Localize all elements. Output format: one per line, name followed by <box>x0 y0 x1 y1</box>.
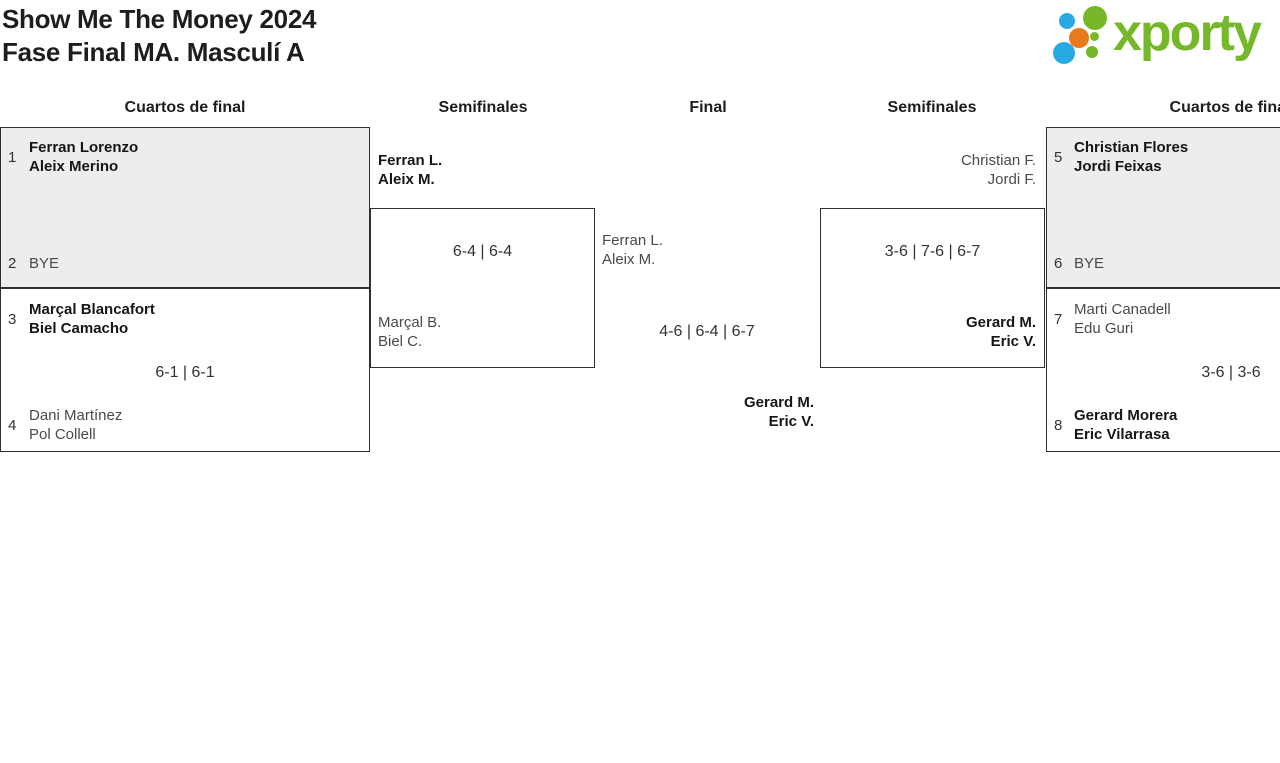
match-score: 6-4 | 6-4 <box>452 243 513 260</box>
player-name: Eric V. <box>990 333 1036 350</box>
player-name: Gerard M. <box>965 314 1036 331</box>
team-name: Christian Flores Jordi Feixas <box>1074 138 1188 176</box>
seed-number: 2 <box>8 255 17 272</box>
player-name: Christian Flores <box>1074 139 1189 156</box>
logo-dot-green-large <box>1083 6 1107 30</box>
phase-name: Fase Final MA. Masculí A <box>2 37 305 67</box>
match-score: 3-6 | 3-6 <box>1201 364 1261 381</box>
team-name: Gerard Morera Eric Vilarrasa <box>1074 406 1177 444</box>
logo-dot-green-small <box>1086 46 1098 58</box>
player-name: Biel C. <box>378 333 423 350</box>
team-name: Marçal Blancafort Biel Camacho <box>29 300 155 338</box>
team-name: Marti Canadell Edu Guri <box>1074 300 1171 338</box>
player-name: Edu Guri <box>1074 320 1134 337</box>
team-name: Dani Martínez Pol Collell <box>29 406 122 444</box>
seed-number: 8 <box>1054 417 1063 434</box>
player-name: Pol Collell <box>29 426 96 443</box>
match-sf-left: Ferran L. Aleix M. 6-4 | 6-4 Marçal B. B… <box>370 152 595 368</box>
player-name: Jordi Feixas <box>1074 158 1162 175</box>
xporty-logo[interactable]: xporty <box>1050 0 1280 70</box>
seed-number: 3 <box>8 311 17 328</box>
final-team-top: Ferran L. Aleix M. <box>602 231 663 269</box>
round-header-semis-left: Semifinales <box>438 99 528 116</box>
seed-number: 7 <box>1054 311 1063 328</box>
match-qf-right-top: 5 Christian Flores Jordi Feixas 6 BYE <box>1046 127 1280 288</box>
player-name: Aleix M. <box>602 251 656 268</box>
final-winner: Gerard M. Eric V. <box>614 393 814 431</box>
seed-number: 1 <box>8 149 17 166</box>
player-name: Gerard M. <box>743 394 814 411</box>
team-name-bye: BYE <box>1074 254 1104 273</box>
logo-dot-green-tiny <box>1090 32 1099 41</box>
player-name: Ferran Lorenzo <box>29 139 139 156</box>
player-name: Eric Vilarrasa <box>1074 426 1170 443</box>
bye-label: BYE <box>1074 255 1105 272</box>
bye-label: BYE <box>29 255 60 272</box>
team-name: Marçal B. Biel C. <box>378 313 441 351</box>
logo-dot-blue-large <box>1053 42 1075 64</box>
player-name: Aleix Merino <box>29 158 119 175</box>
round-header-cuartos-left: Cuartos de final <box>124 99 246 116</box>
page-title: Show Me The Money 2024 Fase Final MA. Ma… <box>2 3 316 69</box>
logo-dot-blue-medium <box>1059 13 1075 29</box>
match-qf-left-bottom: 3 Marçal Blancafort Biel Camacho 6-1 | 6… <box>0 288 370 452</box>
match-qf-right-bottom: 7 Marti Canadell Edu Guri 3-6 | 3-6 8 Ge… <box>1046 288 1280 452</box>
round-header-cuartos-right: Cuartos de final <box>1169 99 1280 116</box>
round-header-semis-right: Semifinales <box>887 99 977 116</box>
logo-dot-orange <box>1069 28 1089 48</box>
match-sf-right: Christian F. Jordi F. 3-6 | 7-6 | 6-7 Ge… <box>820 152 1045 368</box>
player-name: Ferran L. <box>378 152 443 169</box>
xporty-logo-text: xporty <box>1113 4 1262 62</box>
match-score: 3-6 | 7-6 | 6-7 <box>884 243 981 260</box>
player-name: Aleix M. <box>378 171 435 188</box>
team-name: Gerard M. Eric V. <box>966 313 1036 351</box>
player-name: Dani Martínez <box>29 407 123 424</box>
team-name-bye: BYE <box>29 254 59 273</box>
seed-number: 4 <box>8 417 17 434</box>
player-name: Marçal B. <box>378 314 442 331</box>
tournament-name: Show Me The Money 2024 <box>2 4 317 34</box>
match-qf-left-top: 1 Ferran Lorenzo Aleix Merino 2 BYE <box>0 127 370 288</box>
player-name: Biel Camacho <box>29 320 129 337</box>
player-name: Eric V. <box>768 413 814 430</box>
seed-number: 6 <box>1054 255 1063 272</box>
player-name: Marçal Blancafort <box>29 301 155 318</box>
round-header-final: Final <box>689 99 727 116</box>
match-score: 6-1 | 6-1 <box>155 364 215 381</box>
player-name: Marti Canadell <box>1074 301 1171 318</box>
final-score: 4-6 | 6-4 | 6-7 <box>659 323 755 340</box>
team-name: Christian F. Jordi F. <box>961 151 1036 189</box>
player-name: Christian F. <box>960 152 1036 169</box>
team-name: Ferran L. Aleix M. <box>378 151 442 189</box>
player-name: Gerard Morera <box>1074 407 1178 424</box>
player-name: Jordi F. <box>987 171 1036 188</box>
seed-number: 5 <box>1054 149 1063 166</box>
team-name: Ferran Lorenzo Aleix Merino <box>29 138 138 176</box>
player-name: Ferran L. <box>602 232 663 249</box>
